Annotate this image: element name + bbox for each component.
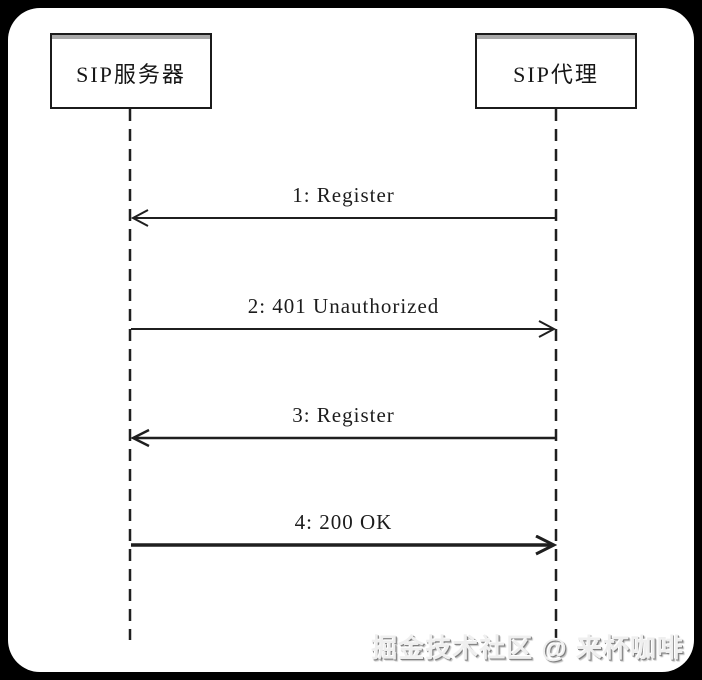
message-4-200-ok: 4: 200 OK	[130, 509, 557, 571]
message-1-register: 1: Register	[130, 182, 557, 244]
message-3-register: 3: Register	[130, 402, 557, 464]
message-3-label: 3: Register	[292, 403, 395, 427]
actor-sip-server-label: SIP服务器	[76, 61, 186, 87]
message-4-arrow-right	[131, 535, 557, 556]
diagram-canvas: SIP服务器 SIP代理 1: Register 2: 401 Unauthor…	[8, 8, 694, 672]
actor-sip-server: SIP服务器	[50, 33, 212, 109]
lifelines-layer	[128, 109, 558, 646]
message-2-arrow-right	[131, 320, 557, 338]
message-1-label: 1: Register	[292, 183, 395, 207]
message-1-arrow-left	[130, 209, 556, 227]
message-2-label: 2: 401 Unauthorized	[247, 294, 440, 318]
watermark-text: 掘金技术社区 @ 来杯咖啡	[371, 633, 684, 663]
message-3-arrow-left	[130, 428, 556, 448]
message-4-label: 4: 200 OK	[294, 510, 393, 534]
actor-sip-proxy-label: SIP代理	[513, 61, 599, 87]
message-2-401-unauthorized: 2: 401 Unauthorized	[130, 293, 557, 355]
actor-sip-proxy: SIP代理	[475, 33, 637, 109]
